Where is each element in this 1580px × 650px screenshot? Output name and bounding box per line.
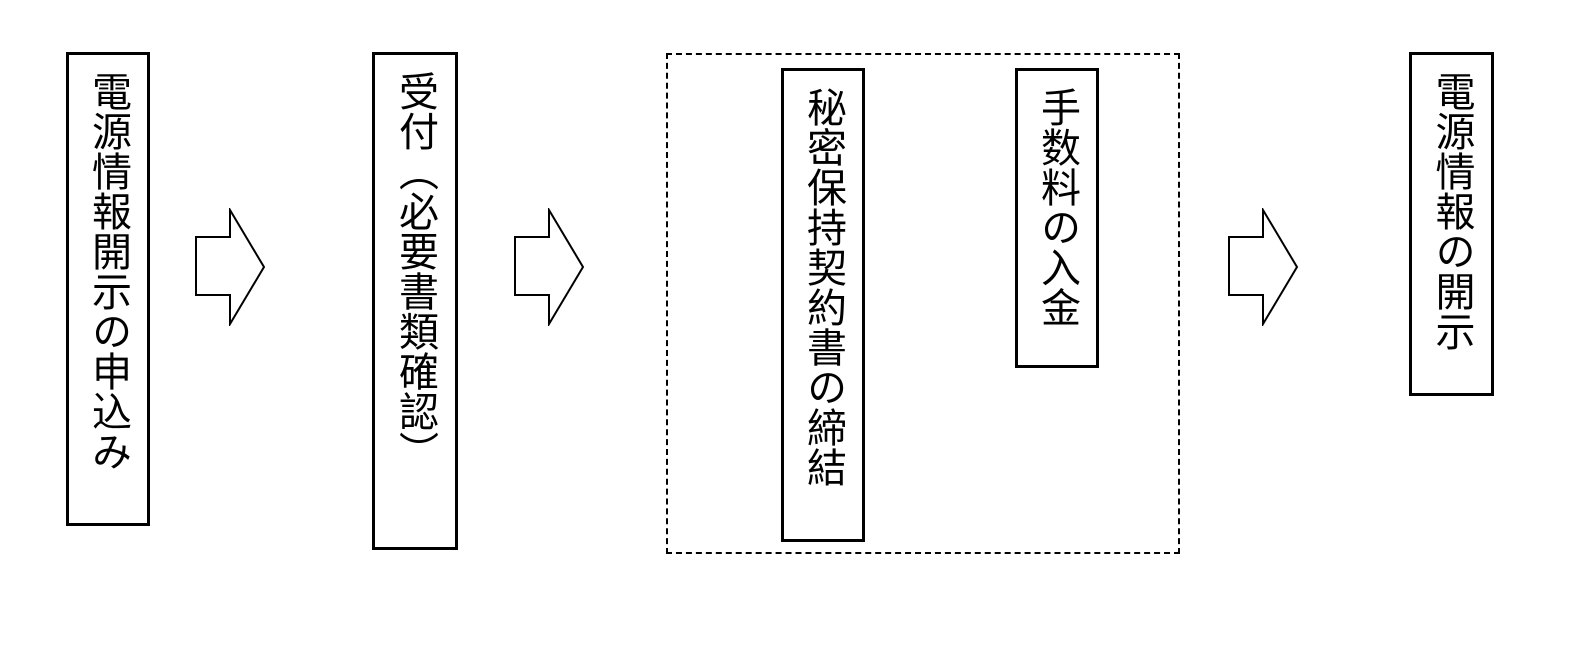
right-arrow-icon [1228,208,1299,326]
step-disclosure-box: 電源情報の開示 [1409,52,1494,396]
step-nda-box: 秘密保持契約書の締結 [781,68,865,542]
step-disclosure-label: 電源情報の開示 [1428,71,1475,351]
step-fee-label: 手数料の入金 [1034,87,1080,327]
step-fee-box: 手数料の入金 [1015,68,1099,368]
flow-arrow-1 [194,208,266,326]
step-reception-label: 受付（必要書類確認） [392,71,438,471]
step-nda-label: 秘密保持契約書の締結 [800,87,846,487]
contract-payment-group [666,53,1180,554]
right-arrow-icon [514,208,585,326]
step-reception-box: 受付（必要書類確認） [372,52,458,550]
step-application-label: 電源情報開示の申込み [85,71,131,471]
flow-arrow-3 [1227,208,1299,326]
right-arrow-icon [195,208,266,326]
step-application-box: 電源情報開示の申込み [66,52,150,526]
flow-arrow-2 [513,208,585,326]
